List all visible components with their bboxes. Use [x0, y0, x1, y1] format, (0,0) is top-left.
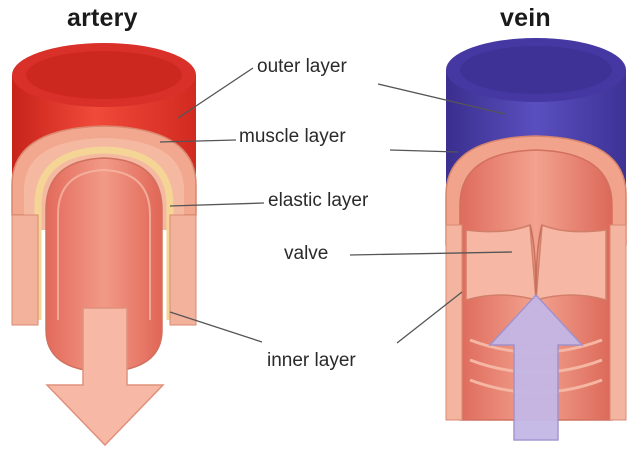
- valve-leader: [349, 251, 513, 256]
- muscle-layer-leader-artery: [159, 139, 237, 143]
- vein-valve: [465, 223, 607, 302]
- vein: [445, 38, 627, 441]
- muscle-layer-leader-vein: [389, 149, 459, 153]
- artery-inner-layer: [45, 157, 163, 373]
- artery-title: artery: [67, 4, 138, 32]
- leader-lines: [159, 67, 513, 344]
- artery: [11, 43, 197, 447]
- outer-layer-leader-vein: [377, 83, 506, 115]
- label-outer-layer: outer layer: [255, 56, 349, 78]
- artery-elastic-layer: [34, 146, 174, 320]
- label-muscle-layer: muscle layer: [237, 126, 348, 148]
- inner-layer-leader-vein: [396, 291, 463, 344]
- label-inner-layer: inner layer: [265, 350, 358, 372]
- outer-layer-leader-artery: [177, 67, 254, 119]
- elastic-layer-leader: [169, 202, 265, 207]
- inner-layer-leader-artery: [169, 311, 263, 343]
- vein-flow-arrow: [488, 293, 584, 441]
- label-valve: valve: [282, 243, 331, 265]
- artery-flow-arrow: [45, 307, 165, 447]
- label-elastic-layer: elastic layer: [266, 190, 371, 212]
- vein-title: vein: [500, 4, 551, 32]
